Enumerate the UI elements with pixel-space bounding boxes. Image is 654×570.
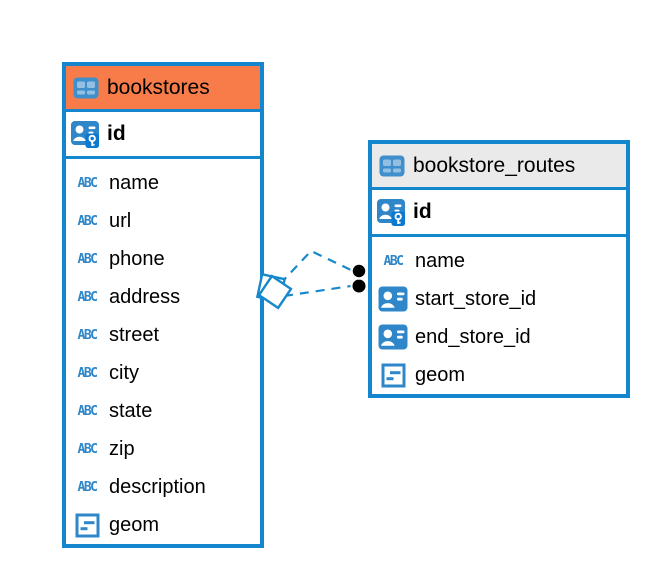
column-row-address[interactable]: ABC address xyxy=(66,278,260,316)
text-type-icon: ABC xyxy=(77,213,98,229)
column-row-zip[interactable]: ABC zip xyxy=(66,430,260,468)
column-row-start-store-id[interactable]: start_store_id xyxy=(372,280,626,318)
entity-table-bookstore-routes[interactable]: bookstore_routes id ABC name start_store… xyxy=(368,140,630,398)
column-row-id[interactable]: id xyxy=(66,112,260,159)
column-name: description xyxy=(109,475,206,498)
column-name: name xyxy=(109,171,160,194)
column-row-end-store-id[interactable]: end_store_id xyxy=(372,318,626,356)
table-title: bookstore_routes xyxy=(413,153,576,177)
foreign-key-icon xyxy=(378,324,408,350)
primary-key-icon xyxy=(376,197,406,227)
columns-list: ABC name ABC url ABC phone ABC address A… xyxy=(66,159,260,544)
column-name: zip xyxy=(109,437,135,460)
column-row-url[interactable]: ABC url xyxy=(66,202,260,240)
text-type-icon: ABC xyxy=(77,403,98,419)
text-type-icon: ABC xyxy=(383,253,404,269)
text-type-icon: ABC xyxy=(77,441,98,457)
column-row-geom[interactable]: geom xyxy=(372,356,626,394)
text-type-icon: ABC xyxy=(77,365,98,381)
text-type-icon: ABC xyxy=(77,327,98,343)
relationship-line-upper[interactable] xyxy=(279,249,354,285)
column-row-city[interactable]: ABC city xyxy=(66,354,260,392)
column-name: id xyxy=(107,122,126,145)
column-name: url xyxy=(109,209,132,232)
text-type-icon: ABC xyxy=(77,479,98,495)
column-name: geom xyxy=(415,363,466,386)
column-row-street[interactable]: ABC street xyxy=(66,316,260,354)
column-name: name xyxy=(415,249,466,272)
text-type-icon: ABC xyxy=(77,175,98,191)
geometry-type-icon xyxy=(378,363,408,388)
one-end-dot-icon xyxy=(350,262,368,295)
column-name: start_store_id xyxy=(415,287,537,310)
column-row-state[interactable]: ABC state xyxy=(66,392,260,430)
column-row-name[interactable]: ABC name xyxy=(66,164,260,202)
column-row-phone[interactable]: ABC phone xyxy=(66,240,260,278)
column-name: id xyxy=(413,200,432,223)
primary-key-icon xyxy=(70,119,100,149)
column-row-name[interactable]: ABC name xyxy=(372,242,626,280)
column-name: city xyxy=(109,361,139,384)
table-title: bookstores xyxy=(107,75,210,99)
relationship-line-lower[interactable] xyxy=(283,284,352,298)
column-row-description[interactable]: ABC description xyxy=(66,468,260,506)
foreign-key-icon xyxy=(378,286,408,312)
text-type-icon: ABC xyxy=(77,251,98,267)
column-name: street xyxy=(109,323,160,346)
column-row-id[interactable]: id xyxy=(372,190,626,237)
text-type-icon: ABC xyxy=(77,289,98,305)
geometry-type-icon xyxy=(72,513,102,538)
columns-list: ABC name start_store_id end_store_id ge xyxy=(372,237,626,394)
column-name: geom xyxy=(109,513,160,536)
table-header-bookstores[interactable]: bookstores xyxy=(66,66,260,112)
table-icon xyxy=(377,155,407,177)
entity-table-bookstores[interactable]: bookstores id ABC name ABC url ABC phone… xyxy=(62,62,264,548)
column-row-geom[interactable]: geom xyxy=(66,506,260,544)
table-icon xyxy=(71,77,101,99)
column-name: phone xyxy=(109,247,165,270)
column-name: address xyxy=(109,285,181,308)
column-name: state xyxy=(109,399,153,422)
table-header-bookstore-routes[interactable]: bookstore_routes xyxy=(372,144,626,190)
column-name: end_store_id xyxy=(415,325,531,348)
